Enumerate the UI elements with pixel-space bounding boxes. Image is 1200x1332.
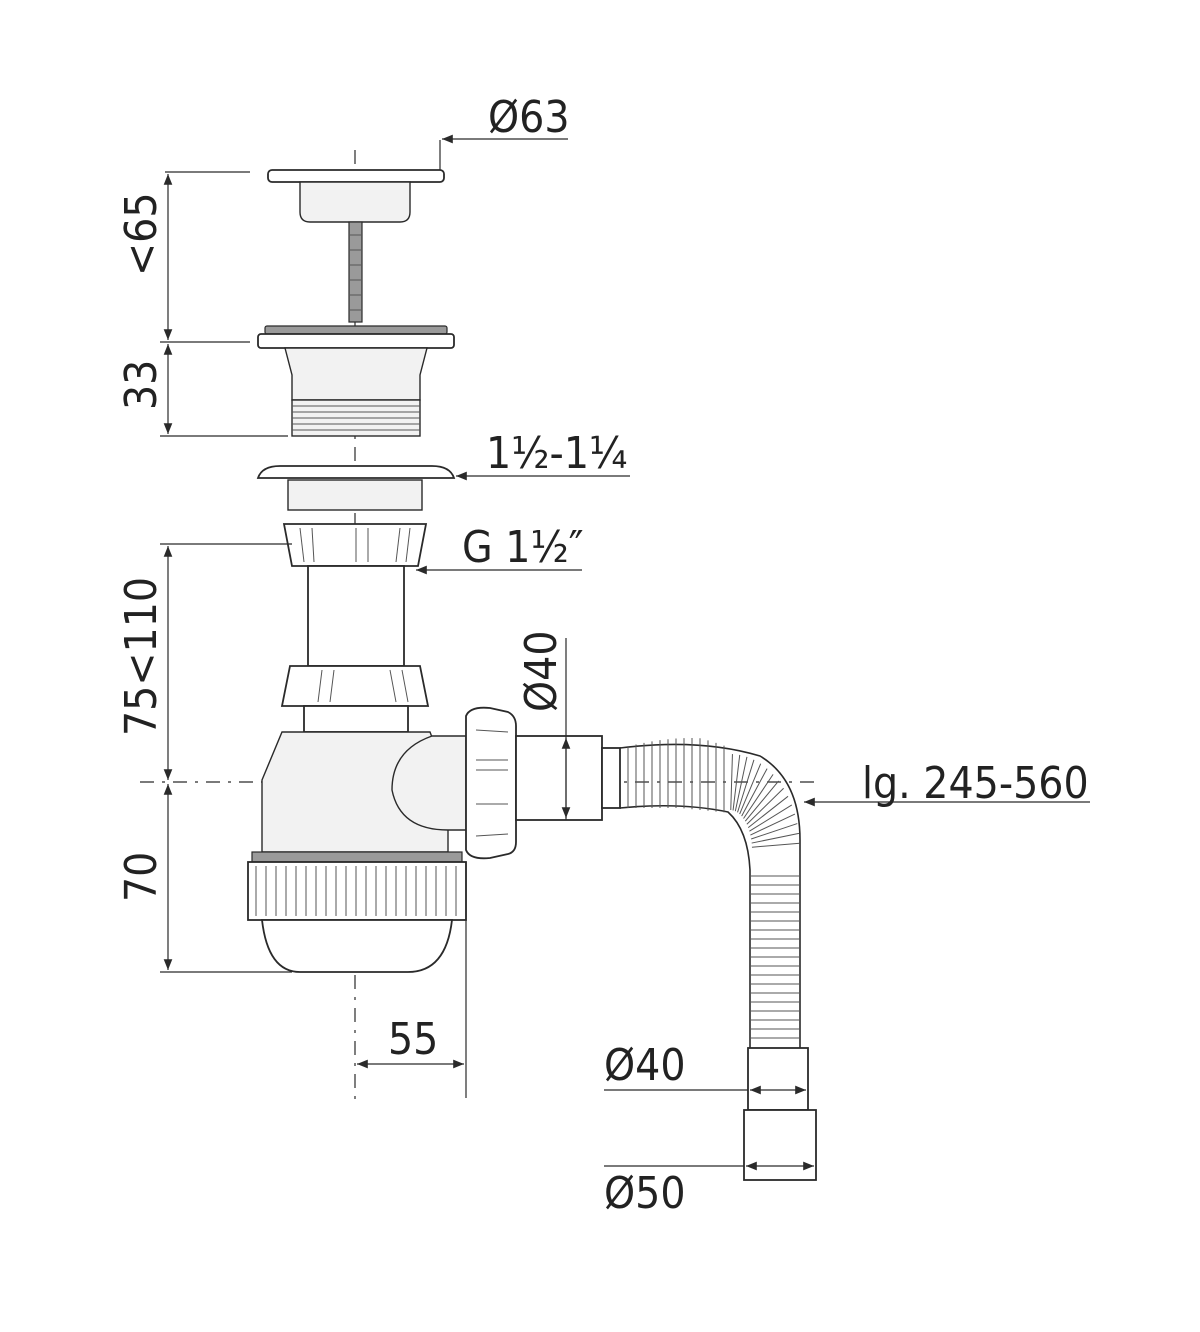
lower-nut	[280, 665, 430, 733]
trap-cup-ribs	[255, 866, 457, 916]
hose-rib	[746, 787, 784, 825]
hose-rib	[739, 763, 762, 815]
drain-body	[257, 325, 455, 437]
hose-rib	[747, 795, 789, 829]
label-h33: 33	[116, 360, 167, 410]
hose-rib	[743, 774, 774, 819]
hose-rib	[750, 823, 798, 840]
centerlines	[140, 150, 820, 1100]
hose-rib	[750, 813, 796, 836]
label-thread: 1½-1¼	[486, 428, 627, 479]
hose-rib	[730, 754, 733, 811]
hose-rib	[751, 842, 800, 848]
hose-rib	[741, 768, 768, 817]
strainer-plug	[267, 169, 445, 323]
label-d40-outlet: Ø40	[516, 630, 567, 712]
upper-nut	[282, 523, 428, 567]
label-h70: 70	[116, 852, 167, 902]
label-d40-end: Ø40	[604, 1040, 686, 1091]
hose-rib	[734, 756, 748, 812]
hose-rib	[749, 804, 793, 832]
drain-thread	[292, 405, 420, 431]
flange-washer	[256, 465, 456, 511]
label-d63: Ø63	[488, 92, 570, 143]
vertical-tube	[307, 565, 405, 667]
corrugated-hose	[619, 738, 801, 1048]
outlet-elbow	[391, 706, 621, 860]
hose-end-fittings	[743, 1047, 817, 1181]
dimension-lines	[160, 134, 1090, 1171]
label-hose-length: lg. 245-560	[862, 758, 1089, 809]
label-h75-110: 75<110	[116, 577, 167, 736]
label-d50-end: Ø50	[604, 1168, 686, 1219]
label-g-thread: G 1½″	[462, 522, 584, 573]
hose-rib	[732, 754, 741, 811]
label-w55: 55	[388, 1014, 438, 1065]
hose-ribs	[627, 738, 800, 1039]
label-lt65: <65	[116, 192, 167, 276]
hose-rib	[744, 780, 780, 822]
dimension-labels: Ø63 <65 33 1½-1¼ G 1½″ 75<110 Ø40 70 55 …	[116, 92, 1089, 1219]
hose-rib	[737, 759, 755, 813]
hose-rib	[751, 832, 800, 844]
